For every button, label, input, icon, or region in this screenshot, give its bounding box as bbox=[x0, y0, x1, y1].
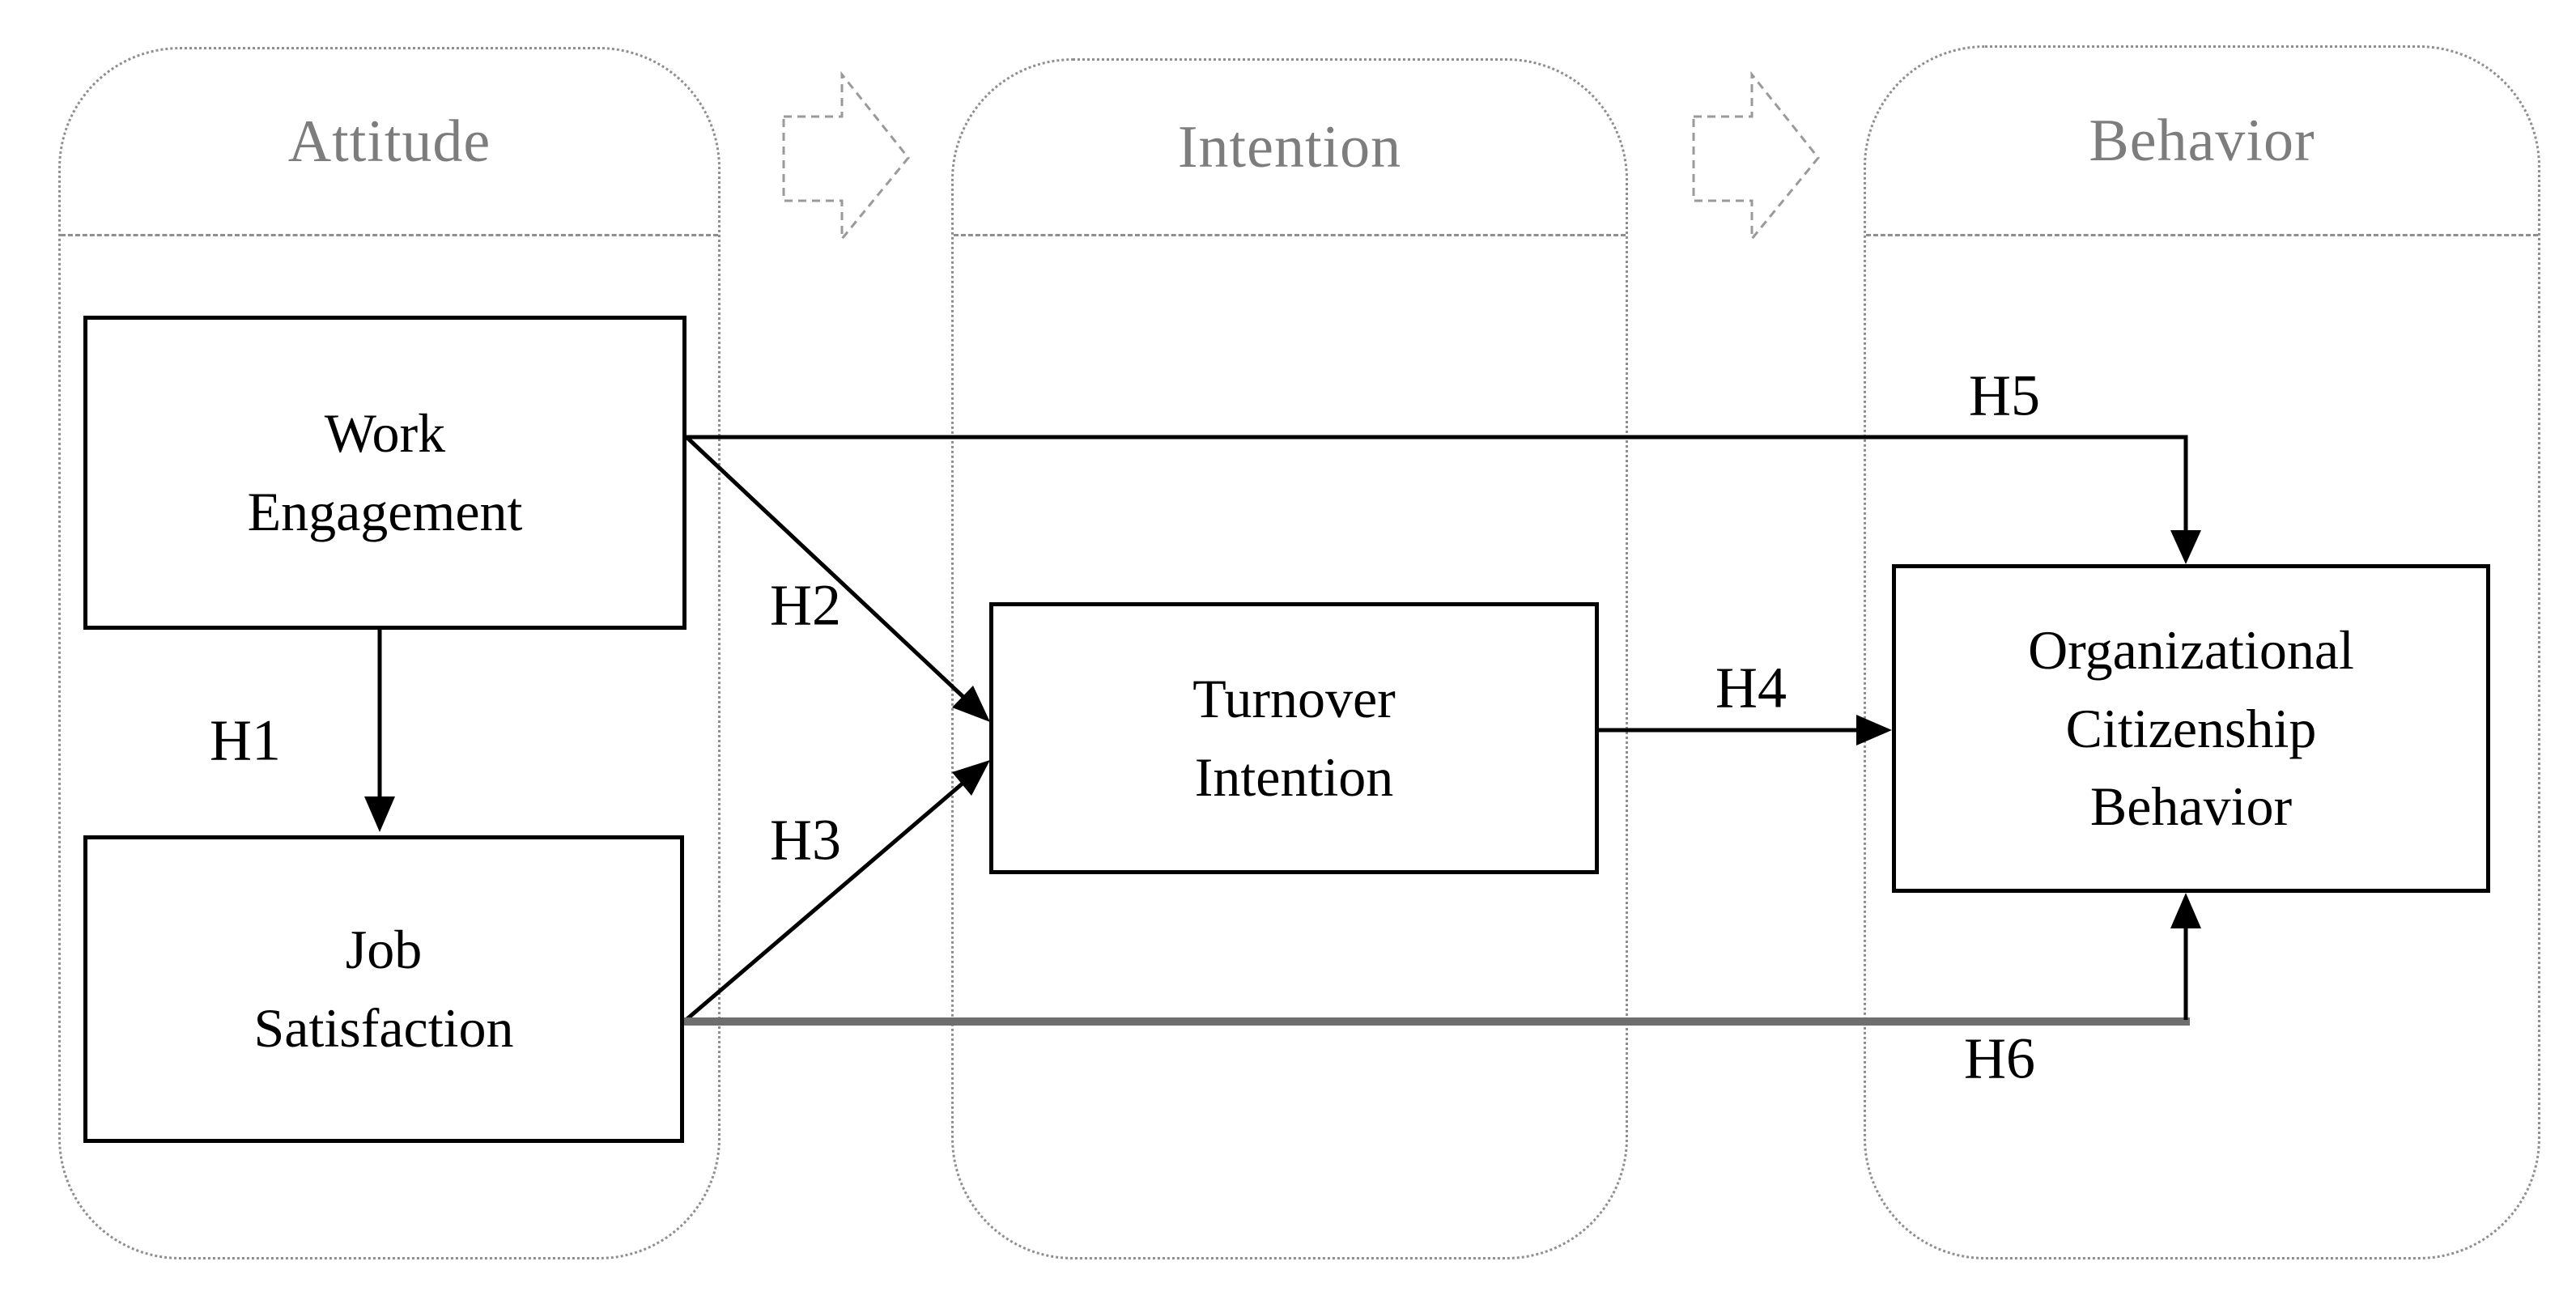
construct-organizational-citizenship-behavior: Organizational Citizenship Behavior bbox=[1892, 564, 2490, 893]
zone-intention: Intention bbox=[951, 58, 1628, 1259]
zone-attitude: Attitude bbox=[58, 47, 721, 1259]
zone-intention-header: Intention bbox=[954, 61, 1626, 234]
phase-flow-arrow-1 bbox=[782, 70, 910, 243]
zone-attitude-label: Attitude bbox=[287, 108, 491, 175]
construct-work-engagement-label: Work Engagement bbox=[247, 402, 523, 542]
hypothesis-label-h5: H5 bbox=[1969, 363, 2040, 428]
hypothesis-label-h4: H4 bbox=[1715, 655, 1787, 720]
construct-organizational-citizenship-behavior-label: Organizational Citizenship Behavior bbox=[2028, 619, 2354, 838]
h5-arrowhead bbox=[2170, 530, 2201, 564]
h6-arrowhead bbox=[2170, 893, 2201, 928]
hypothesis-label-h1: H1 bbox=[210, 707, 281, 773]
construct-job-satisfaction: Job Satisfaction bbox=[83, 835, 684, 1143]
h2-arrowhead bbox=[952, 686, 990, 722]
construct-job-satisfaction-label: Job Satisfaction bbox=[253, 919, 514, 1059]
zone-behavior: Behavior bbox=[1864, 45, 2540, 1259]
construct-turnover-intention: Turnover Intention bbox=[989, 602, 1599, 874]
construct-turnover-intention-label: Turnover Intention bbox=[1192, 668, 1396, 808]
zone-attitude-divider bbox=[61, 234, 718, 236]
h3-arrow-line bbox=[682, 781, 965, 1023]
h2-arrow-line bbox=[685, 435, 966, 699]
h1-arrowhead bbox=[364, 796, 395, 832]
construct-work-engagement: Work Engagement bbox=[83, 316, 687, 630]
h5-arrow-line bbox=[687, 435, 2188, 531]
phase-flow-arrow-2 bbox=[1692, 70, 1820, 243]
zone-intention-divider bbox=[954, 234, 1626, 236]
zone-behavior-label: Behavior bbox=[2089, 107, 2315, 174]
hypothesis-label-h3: H3 bbox=[770, 807, 841, 873]
zone-behavior-divider bbox=[1866, 234, 2538, 236]
h4-arrowhead bbox=[1856, 715, 1892, 745]
zone-intention-label: Intention bbox=[1177, 113, 1402, 181]
zone-attitude-header: Attitude bbox=[61, 49, 718, 234]
hypothesis-label-h6: H6 bbox=[1964, 1026, 2035, 1091]
h3-arrowhead bbox=[952, 760, 990, 796]
hypothesis-label-h2: H2 bbox=[770, 572, 841, 638]
zone-behavior-header: Behavior bbox=[1866, 48, 2538, 234]
